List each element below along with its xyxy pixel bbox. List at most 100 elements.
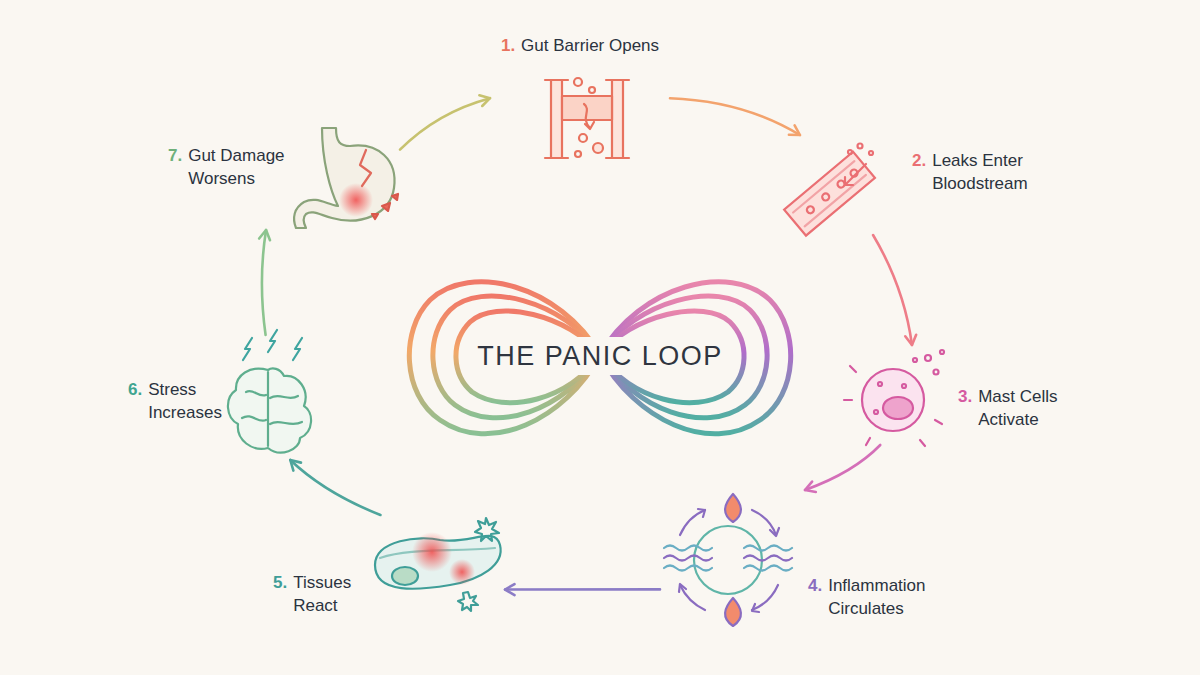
particle (848, 150, 852, 154)
cell-nucleus (883, 397, 913, 419)
mast-cell-icon (844, 350, 944, 446)
vessel-wall (784, 152, 875, 236)
cycle-mini-arrow (770, 528, 779, 536)
inflamed-spot (449, 559, 475, 585)
fragment (372, 214, 378, 219)
arrow-line (505, 588, 660, 591)
burst-ray (935, 420, 942, 424)
vessel-line (805, 175, 866, 226)
step-number: 3. (958, 385, 972, 408)
arrow-head (259, 230, 270, 240)
granule (902, 384, 906, 388)
step-node: 7. Gut Damage Worsens (165, 120, 400, 230)
brain-fold (242, 416, 266, 421)
cycle-arrow (873, 235, 916, 345)
particle (869, 151, 873, 155)
step-number: 1. (501, 34, 515, 57)
particle (579, 134, 587, 142)
step-node: 1. Gut Barrier Opens (490, 28, 670, 163)
wave-line (664, 556, 712, 561)
step-number: 7. (168, 144, 182, 167)
cycle-mini-arrow (752, 585, 778, 610)
burst-ray (866, 438, 870, 445)
step-text: Leaks Enter Bloodstream (932, 149, 1042, 195)
step-number: 4. (808, 574, 822, 597)
step-node: 2. Leaks Enter Bloodstream (775, 135, 1040, 235)
arrow-head (789, 125, 800, 135)
lightning-bolt (268, 330, 277, 352)
step-label: 5.Tissues React (273, 571, 365, 617)
cycle-arrow (259, 230, 270, 335)
lightning-bolt (293, 338, 302, 360)
irritation-burst (475, 518, 499, 541)
brain-fold (267, 372, 269, 446)
step-label: 3. Mast Cells Activate (958, 385, 1073, 431)
step-number: 6. (128, 378, 142, 401)
barrier-cap (606, 157, 629, 159)
wave-line (744, 566, 792, 571)
damage-glow (339, 183, 373, 217)
tissue-nucleus (392, 567, 418, 585)
particle (574, 78, 582, 86)
cell-body (862, 369, 924, 431)
barrier-cap (606, 79, 629, 81)
step-text: Inflammation Circulates (828, 574, 948, 620)
barrier-post (612, 80, 623, 158)
cycle-arrow (400, 95, 490, 149)
step-number: 5. (273, 571, 287, 594)
entry-arrow-head (845, 177, 853, 185)
barrier-cap (545, 157, 568, 159)
step-text: Gut Barrier Opens (521, 34, 659, 57)
vessel-body (784, 152, 875, 236)
arrow-head (505, 584, 515, 595)
inflamed-spot (412, 532, 452, 572)
particle (858, 144, 863, 149)
burst-ray (850, 366, 856, 372)
granule (925, 355, 931, 361)
arrow-head (805, 482, 816, 492)
burst-ray (844, 399, 852, 401)
barrier-cap (545, 79, 568, 81)
arrow-line (670, 98, 800, 135)
step-text: Gut Damage Worsens (188, 144, 293, 190)
granule (878, 382, 882, 386)
granule (874, 410, 878, 414)
arrow-head (290, 460, 301, 471)
barrier-icon (545, 78, 629, 158)
brain-outline (228, 368, 311, 452)
entry-arrow (845, 164, 866, 185)
stomach-crack (360, 150, 371, 186)
diagram-title: THE PANIC LOOP (440, 339, 760, 373)
step-label: 6. Stress Increases (128, 378, 230, 424)
cycle-mini-arrow (752, 604, 759, 612)
infinity-symbol (409, 282, 790, 434)
arrow-line (873, 235, 912, 345)
granule (934, 370, 939, 375)
blood-cell (805, 205, 815, 215)
fragment (382, 203, 390, 211)
cycle-arrow (505, 584, 660, 595)
leak-arrow-head (585, 122, 594, 129)
step-node: 6. Stress Increases (125, 335, 315, 460)
wave-line (664, 566, 712, 571)
burst-ray (920, 440, 925, 446)
wave-line (664, 546, 712, 551)
step-number: 2. (912, 149, 926, 172)
cycle-arrow (670, 98, 800, 135)
particle (589, 87, 595, 93)
step-label: 1. Gut Barrier Opens (490, 34, 670, 57)
arrow-line (262, 230, 266, 335)
cycle-arrow (805, 445, 880, 492)
step-label: 2. Leaks Enter Bloodstream (912, 149, 1042, 195)
step-node: 4. Inflammation Circulates (660, 490, 950, 630)
blood-cell (821, 192, 831, 202)
cycle-mini-arrow (679, 584, 686, 592)
step-text: Mast Cells Activate (978, 385, 1073, 431)
step-text: Stress Increases (148, 378, 230, 424)
wave-line (744, 556, 792, 561)
stomach-outline (294, 128, 394, 228)
cycle-mini-arrow (680, 585, 705, 610)
fragment (392, 194, 398, 200)
